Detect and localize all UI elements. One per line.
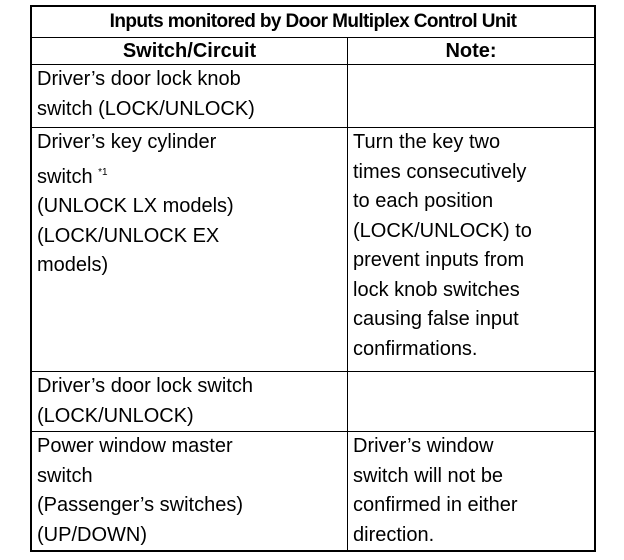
note-line: confirmed in either bbox=[353, 494, 518, 516]
note-cell: Turn the key two times consecutively to … bbox=[347, 127, 596, 372]
table-row: Driver’s key cylinder switch *1 (UNLOCK … bbox=[30, 127, 596, 372]
switch-cell: Driver’s door lock knob switch (LOCK/UNL… bbox=[30, 64, 348, 128]
note-line: causing false input bbox=[353, 308, 519, 330]
note-line: (LOCK/UNLOCK) to bbox=[353, 219, 532, 242]
note-line: confirmations. bbox=[353, 337, 478, 360]
inputs-table: Inputs monitored by Door Multiplex Contr… bbox=[30, 5, 596, 552]
note-line: Turn the key two bbox=[353, 131, 501, 153]
note-cell bbox=[347, 64, 596, 128]
switch-line: (Passenger’s switches) bbox=[37, 494, 244, 516]
switch-line: (LOCK/UNLOCK) bbox=[37, 404, 194, 427]
switch-line: switch bbox=[37, 165, 93, 188]
note-cell: Driver’s window switch will not be confi… bbox=[347, 431, 596, 552]
switch-line: Driver’s key cylinder bbox=[37, 131, 217, 153]
note-cell bbox=[347, 371, 596, 432]
note-line: lock knob switches bbox=[353, 278, 520, 301]
note-line: to each position bbox=[353, 190, 494, 212]
note-line: direction. bbox=[353, 523, 435, 546]
switch-cell: Power window master switch (Passenger’s … bbox=[30, 431, 348, 552]
note-line: times consecutively bbox=[353, 160, 527, 183]
switch-cell: Driver’s key cylinder switch *1 (UNLOCK … bbox=[30, 127, 348, 372]
switch-line: models) bbox=[37, 254, 109, 276]
switch-line: Power window master bbox=[37, 435, 233, 457]
switch-line: switch (LOCK/UNLOCK) bbox=[37, 97, 255, 120]
note-line: prevent inputs from bbox=[353, 249, 525, 271]
header-switch-circuit: Switch/Circuit bbox=[30, 37, 348, 65]
header-note: Note: bbox=[347, 37, 596, 65]
table-row: Driver’s door lock switch (LOCK/UNLOCK) bbox=[30, 371, 596, 432]
table-row: Power window master switch (Passenger’s … bbox=[30, 431, 596, 552]
note-line: switch will not be bbox=[353, 464, 504, 487]
note-line: Driver’s window bbox=[353, 435, 494, 457]
table-row: Driver’s door lock knob switch (LOCK/UNL… bbox=[30, 64, 596, 128]
switch-line: switch bbox=[37, 464, 93, 487]
table-title: Inputs monitored by Door Multiplex Contr… bbox=[30, 5, 596, 38]
switch-cell: Driver’s door lock switch (LOCK/UNLOCK) bbox=[30, 371, 348, 432]
switch-line: Driver’s door lock switch bbox=[37, 375, 253, 397]
switch-line: Driver’s door lock knob bbox=[37, 68, 241, 90]
switch-line: (UP/DOWN) bbox=[37, 523, 147, 546]
switch-line: (UNLOCK LX models) bbox=[37, 195, 234, 217]
switch-line: (LOCK/UNLOCK EX bbox=[37, 224, 220, 247]
footnote-mark: *1 bbox=[98, 166, 108, 178]
